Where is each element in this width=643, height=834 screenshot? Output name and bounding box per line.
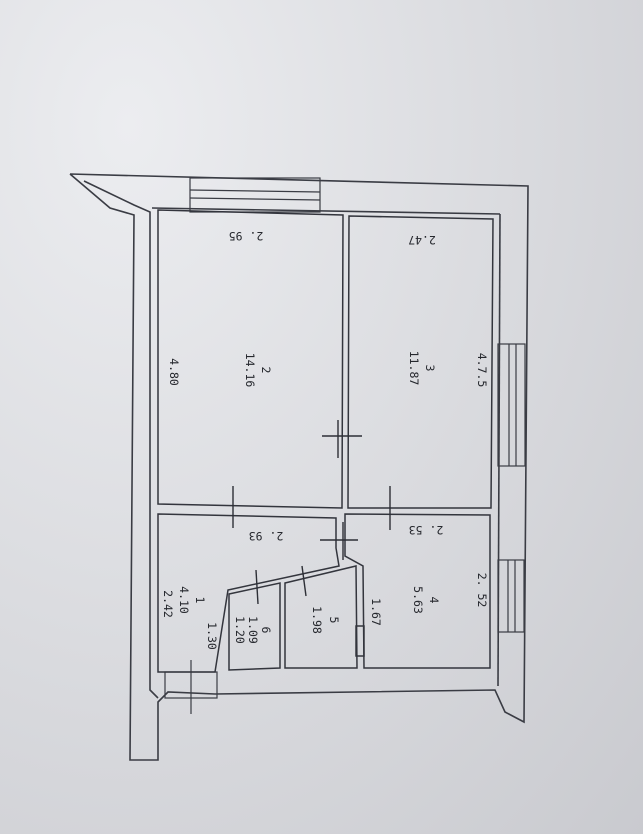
room-1-area-label: 4.10 (177, 586, 191, 614)
room-2-outline (157, 209, 344, 509)
outer-walls (69, 173, 529, 761)
window-right-lower (497, 559, 525, 633)
room-4-extra-label: 1.67 (369, 598, 383, 626)
room-5-area-label: 1.98 (310, 606, 324, 634)
room-4-area-label: 5.63 (411, 586, 425, 614)
room-5-number-label: 5 (327, 617, 341, 624)
room-6-area-label: 1.20 (233, 616, 247, 644)
window-top (189, 177, 321, 213)
room-5-outline (284, 565, 358, 669)
room-2-width-label: 2. 95 (229, 229, 264, 243)
room-1-width-label: 2. 93 (249, 529, 284, 543)
room-4-width-label: 2. 53 (409, 523, 444, 537)
door-marks (232, 420, 391, 605)
room-1-number-label: 1 (193, 597, 207, 604)
room-4-length-label: 2. 52 (475, 573, 489, 608)
room-2-area-label: 14.16 (243, 353, 257, 388)
room-2-number-label: 2 (259, 367, 273, 374)
room-1-outline (157, 513, 340, 673)
room-3-outline (347, 215, 494, 509)
room-6-extra-label: 1.09 (246, 616, 260, 644)
window-right-upper (497, 343, 526, 467)
room-3-area-label: 11.87 (407, 351, 421, 386)
room-3-width-label: 2.47 (408, 233, 436, 247)
room-2-length-label: 4.80 (167, 358, 181, 386)
room-6-number-label: 6 (259, 627, 273, 634)
room-3-length-label: 4.7.5 (475, 353, 489, 388)
room-4-door-jamb (355, 625, 365, 657)
room-1-extra-label: 1.30 (205, 622, 219, 650)
room-3-number-label: 3 (423, 365, 437, 372)
room-4-number-label: 4 (427, 597, 441, 604)
window-bottom (164, 660, 218, 714)
room-4-outline (344, 513, 491, 669)
room-1-length-label: 2.42 (161, 590, 175, 618)
room-6-outline (228, 582, 281, 671)
